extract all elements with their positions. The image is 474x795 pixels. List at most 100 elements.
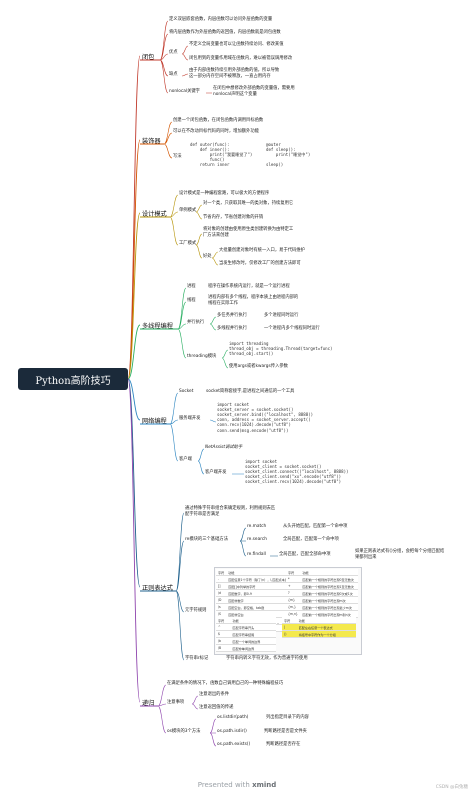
design-intro: 设计模式是一种编程套路，可以极大的方便程序 (179, 191, 270, 196)
recursion-notes[interactable]: 注意事项 (167, 700, 185, 705)
edge-design (127, 212, 141, 380)
table-cell: $ (216, 630, 231, 638)
design-factory[interactable]: 工厂模式 (179, 241, 197, 246)
client-netassist: NetAssist调试助手 (205, 445, 243, 450)
thread-parallel[interactable]: 并行执行 (187, 320, 205, 325)
recursion-note-1: 注意退出的条件 (199, 692, 230, 697)
re-findall-desc: 全局匹配，匹配全部命中项 (279, 552, 331, 557)
table-cell: 匹配非单词边界 (230, 644, 276, 652)
parallel-multi-thread-value: 一个进程内多个线程同时运行 (264, 326, 320, 331)
decorator-desc-1: 创建一个闭包函数，在闭包函数内调用目标函数 (173, 118, 264, 123)
table-cell: 匹配前一个规则的字符出现0至无数次 (300, 575, 358, 583)
parallel-multi-thread: 多线程并行执行 (217, 326, 248, 331)
recursion-os-methods[interactable]: os模块的3个方法 (167, 729, 201, 734)
process-desc: 程序在操作系统内运行，就是一个运行进程 (208, 284, 290, 289)
table-cell: \D (216, 596, 227, 604)
client-code: import socket socket_client = socket.soc… (245, 459, 349, 485)
edge-thread (127, 324, 141, 380)
table-cell: ^ (216, 623, 231, 631)
singleton-1: 对一个类，只获取其唯一的类对象，持续复用它 (203, 201, 294, 206)
regex-r-mark[interactable]: 字符串r标记 (185, 656, 209, 661)
edge-network (127, 378, 141, 421)
table-cell: 匹配任意1个字符（除了\n），\.匹配点本身 (226, 575, 290, 583)
thread-desc-b: 线程在实际工作 (208, 301, 239, 306)
table-cell: * (286, 575, 301, 583)
decorator-syntax[interactable]: 写法 (173, 154, 182, 159)
branch-regex[interactable]: 正则表达式 (142, 585, 173, 592)
table-cell: 匹配空白，即空格、tab键 (226, 603, 290, 611)
table-cell: 匹配一个单词的边界 (230, 637, 276, 645)
closure-con-1b: 这一部分内存空间不被释放，一直占用内存 (189, 74, 271, 79)
socket-desc: socket简称套接字,是进程之间通信的一个工具 (206, 389, 295, 394)
table-cell: 匹配数字，即0-9 (226, 589, 290, 597)
regex-r-mark-desc: 字符串内转义字符无效，作为普通字符使用 (226, 656, 308, 661)
closure-con-1: 由于内部函数持续引用外部函数的值，所以导致 (189, 68, 280, 73)
footer-prefix: Presented with (197, 781, 253, 789)
closure-nonlocal-1b: nonlocal声明这个变量 (213, 92, 257, 97)
singleton-2: 节省内存，节省创建对象的开销 (203, 215, 264, 220)
re-findall-note: 如果正则表达式有()分组，会把每个分组匹配结 (355, 549, 445, 554)
re-search: re.search (247, 537, 267, 542)
branch-recursion[interactable]: 递归 (142, 700, 155, 707)
thread-process[interactable]: 进程 (187, 284, 196, 289)
xmind-brand: xmind (252, 781, 277, 789)
table-cell: {m,} (286, 603, 301, 611)
table-header: 字符 (216, 569, 227, 576)
table-cell: . (216, 575, 227, 583)
branch-threading[interactable]: 多线程编程 (142, 323, 173, 330)
recursion-note-2: 注意返回值的传递 (199, 705, 234, 710)
table-cell: 匹配左右任意一个表达式 (296, 623, 356, 631)
table-cell: [] (216, 582, 227, 590)
closure-nonlocal-1: 在闭包中想修改外部函数的变量值，需要用 (213, 86, 295, 91)
table-cell: 将括号中字符作为一个分组 (296, 630, 356, 638)
network-socket[interactable]: Socket (179, 389, 194, 394)
table-header: 功能 (230, 617, 276, 624)
threading-module[interactable]: threading模块 (187, 354, 217, 359)
re-match: re.match (247, 524, 267, 529)
re-findall-note-b: 果都列出来 (355, 555, 377, 560)
factory-benefit[interactable]: 好处 (203, 254, 212, 259)
table-cell: 匹配非数字 (226, 596, 290, 604)
root-node[interactable]: Python高阶技巧 (18, 368, 128, 390)
table-header: 字符 (216, 617, 231, 624)
closure-def-2: 将内层函数作为外层函数的返回值，内层函数就是闭包函数 (169, 30, 281, 35)
branch-network[interactable]: 网络编程 (142, 418, 167, 425)
decorator-code-outer: def outer(func): def inner(): print("我要睡… (190, 142, 253, 168)
table-header: 功能 (226, 569, 290, 576)
regex-intro-b: 配字符串是否满足 (185, 512, 220, 517)
edge-recursion (127, 378, 141, 703)
parallel-multi-task: 多任务并行执行 (217, 313, 248, 318)
branch-design-patterns[interactable]: 设计模式 (142, 211, 167, 218)
thread-thread[interactable]: 线程 (187, 298, 196, 303)
client-dev[interactable]: 客户端开发 (205, 470, 227, 475)
branch-closure[interactable]: 闭包 (142, 54, 155, 61)
edge-regex (127, 378, 141, 588)
watermark: CSDN @白兔糖 (435, 785, 468, 790)
re-search-desc: 全局匹配，匹配第一个命中项 (283, 537, 339, 542)
os-listdir: os.listdir(path) (217, 715, 249, 720)
table-cell: {m} (286, 596, 301, 604)
closure-pros[interactable]: 优点 (169, 50, 178, 55)
os-listdir-desc: 列出指定目录下的内容 (266, 715, 309, 720)
network-client[interactable]: 客户端 (179, 457, 192, 462)
table-cell: \s (216, 603, 227, 611)
table-cell: 匹配字符串开头 (230, 623, 276, 631)
decorator-code-usage: @outer def sleep(): print("睡觉中") sleep() (266, 142, 311, 168)
os-isdir: os.path.isdir() (217, 729, 247, 734)
regex-basic-methods[interactable]: re模块的三个基础方法 (185, 537, 228, 542)
table-header: 功能 (296, 617, 356, 624)
regex-metachars[interactable]: 元字符规则 (185, 608, 207, 613)
closure-nonlocal[interactable]: nonlocal关键字 (169, 89, 200, 94)
closure-def-1: 定义双层嵌套函数，内层函数可以访问外层函数的变量 (169, 17, 273, 22)
design-singleton[interactable]: 单例模式 (179, 208, 197, 213)
os-exists-desc: 判断路径是否存在 (266, 742, 301, 747)
branch-decorator[interactable]: 装饰器 (142, 138, 161, 145)
table-cell: 匹配字符串结尾 (230, 630, 276, 638)
network-server[interactable]: 服务端开发 (179, 416, 201, 421)
edge-decorator (127, 139, 141, 380)
parallel-multi-task-value: 多个进程同时运行 (264, 313, 299, 318)
metachar-table-group: 字符功能 |匹配左右任意一个表达式 ()将括号中字符作为一个分组 (282, 617, 356, 638)
closure-cons[interactable]: 缺点 (169, 72, 178, 77)
table-cell: 匹配[]中列举的字符 (226, 582, 290, 590)
